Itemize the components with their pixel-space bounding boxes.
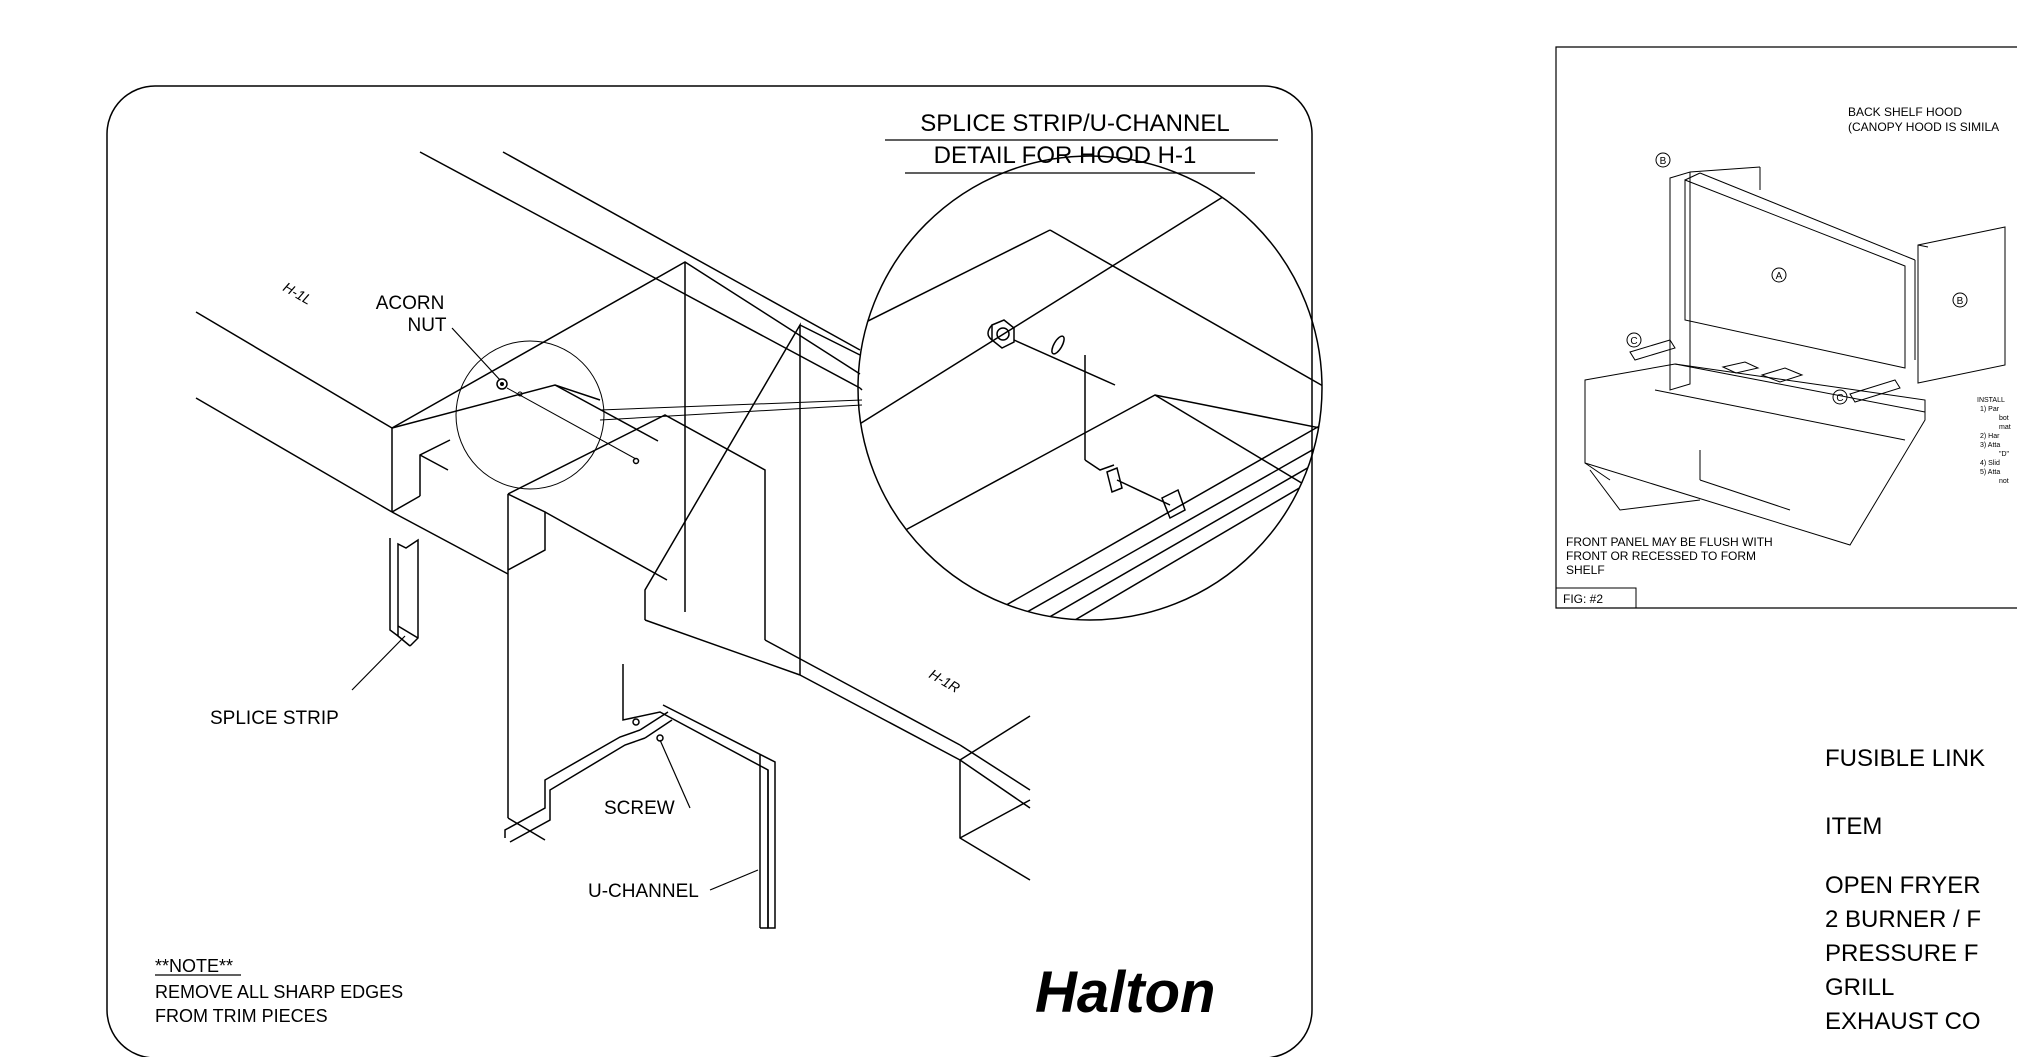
acorn-leader — [451, 327, 501, 381]
note-line2: FROM TRIM PIECES — [155, 1006, 328, 1026]
install-line-1: 1) Par — [1980, 406, 2000, 413]
callout-a: A — [1776, 271, 1783, 282]
magnified-detail — [857, 155, 1323, 621]
install-line-6: "D" — [1999, 451, 2010, 458]
install-line-8: 5) Atta — [1980, 469, 2000, 476]
fusible-item-1: OPEN FRYER — [1825, 872, 1981, 899]
detail-title-line2: DETAIL FOR HOOD H-1 — [934, 142, 1197, 169]
fig2-title-line1: BACK SHELF HOOD — [1848, 105, 1962, 119]
fusible-title: FUSIBLE LINK — [1825, 745, 1985, 772]
install-line-4: 2) Har — [1980, 433, 2000, 440]
install-line-3: mat — [1999, 424, 2011, 431]
splice-leader — [351, 635, 406, 691]
note-heading: **NOTE** — [155, 956, 233, 976]
fig2-border — [1555, 46, 2017, 609]
label-h1l: H-1L — [281, 279, 315, 308]
detail-title-line1: SPLICE STRIP/U-CHANNEL — [920, 110, 1229, 137]
front-panel-line3: SHELF — [1566, 563, 1605, 577]
fusible-item-4: GRILL — [1825, 974, 1894, 1001]
fusible-item-2: 2 BURNER / F — [1825, 906, 1981, 933]
halton-logo: Halton — [1035, 960, 1215, 1025]
magnifier-leader-top — [599, 399, 863, 411]
magnifier-leader-bottom — [599, 404, 863, 421]
acorn-label-line1: ACORN — [376, 293, 445, 314]
label-h1r: H-1R — [927, 666, 963, 696]
u-channel-label: U-CHANNEL — [588, 881, 699, 902]
splice-detail-panel: SPLICE STRIP/U-CHANNEL DETAIL FOR HOOD H… — [106, 85, 1323, 1057]
front-panel-line1: FRONT PANEL MAY BE FLUSH WITH — [1566, 535, 1773, 549]
fig2-title-line2: (CANOPY HOOD IS SIMILA — [1848, 120, 1999, 134]
acorn-nut-small — [496, 378, 508, 390]
fusible-item-5: EXHAUST CO — [1825, 1008, 1981, 1035]
callout-c-left: C — [1630, 336, 1637, 347]
uchannel-leader — [709, 869, 759, 891]
install-line-9: not — [1999, 478, 2009, 485]
callout-c-right: C — [1836, 393, 1843, 404]
hood-drawing — [195, 151, 1031, 929]
fusible-header-item: ITEM — [1825, 813, 1882, 840]
fig-label: FIG: #2 — [1563, 592, 1603, 606]
install-heading: INSTALL — [1977, 397, 2005, 404]
note-line1: REMOVE ALL SHARP EDGES — [155, 982, 403, 1002]
splice-strip-label: SPLICE STRIP — [210, 708, 339, 729]
front-panel-line2: FRONT OR RECESSED TO FORM — [1566, 549, 1756, 563]
install-line-2: bot — [1999, 415, 2009, 422]
acorn-label-line2: NUT — [407, 315, 446, 336]
callout-b-right: B — [1957, 296, 1964, 307]
fig2-drawing — [1584, 152, 2006, 546]
screw-leader — [659, 739, 691, 809]
detail-border — [106, 85, 1313, 1057]
screw-label: SCREW — [604, 798, 675, 819]
fig-label-box — [1556, 587, 1637, 608]
fusible-item-3: PRESSURE F — [1825, 940, 1978, 967]
install-line-5: 3) Atta — [1980, 442, 2000, 449]
fusible-link-table: FUSIBLE LINK ITEM OPEN FRYER 2 BURNER / … — [1825, 745, 1985, 1035]
magnifier-small-circle — [455, 340, 605, 490]
callout-b-top: B — [1660, 156, 1667, 167]
fig2-panel: BACK SHELF HOOD (CANOPY HOOD IS SIMILA — [1555, 46, 2017, 609]
install-line-7: 4) Slid — [1980, 460, 2000, 467]
